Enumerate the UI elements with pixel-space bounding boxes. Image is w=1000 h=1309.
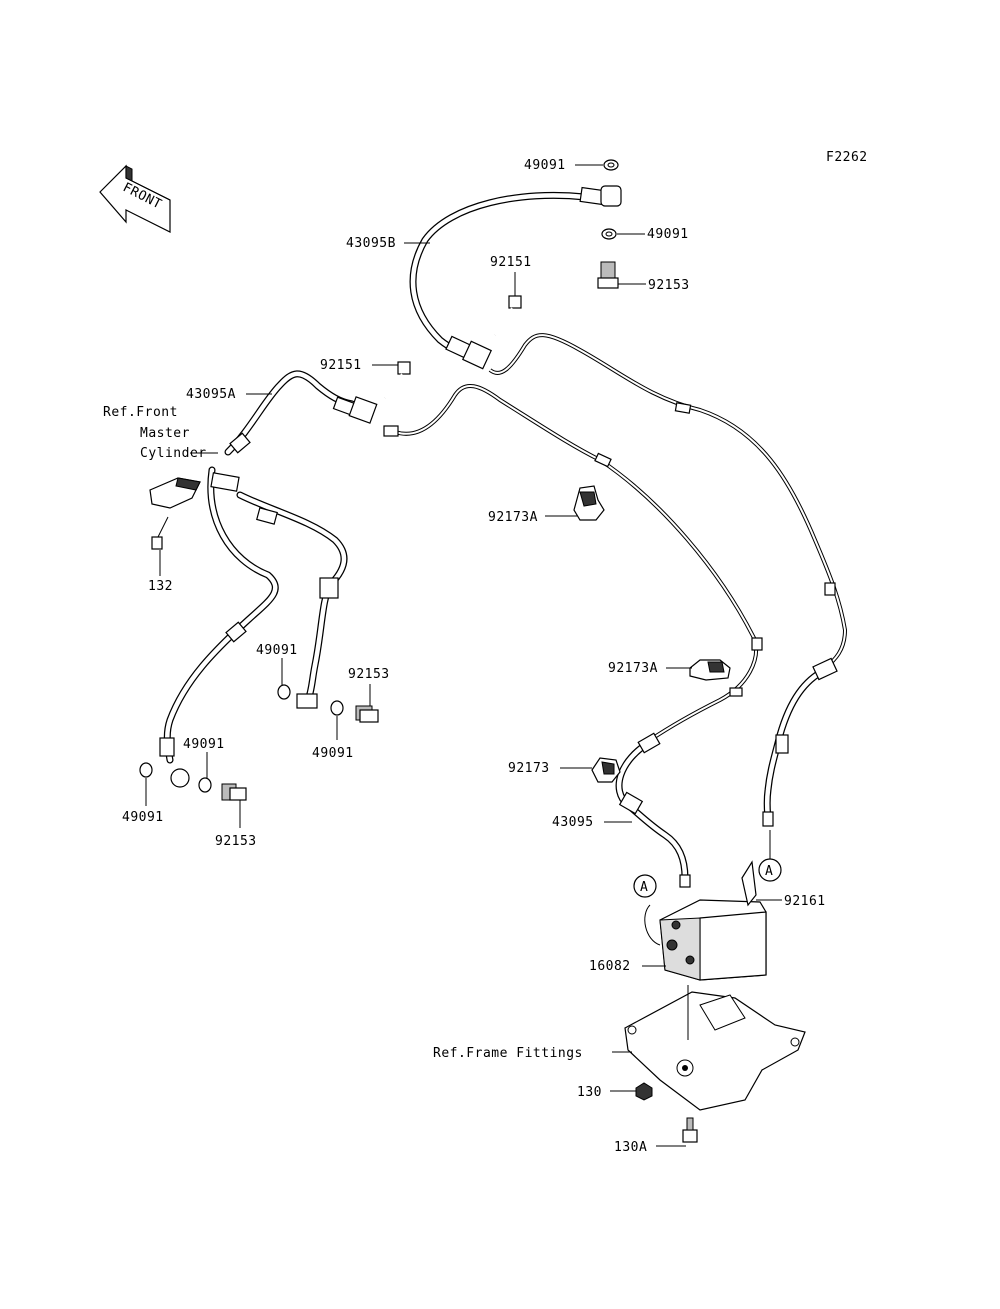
label-43095B: 43095B	[346, 236, 396, 251]
label-49091-mid: 49091	[647, 227, 689, 242]
label-92161: 92161	[784, 894, 826, 909]
marker-a-right-label: A	[765, 864, 773, 879]
part-labels: 49091 49091 92153 43095B 92151 92151 430…	[103, 158, 826, 1155]
clamp-92173A-upper	[573, 485, 605, 521]
marker-a-right: A	[758, 830, 782, 882]
bolt-130A	[682, 1117, 698, 1143]
label-ref-frame-fittings: Ref.Frame Fittings	[433, 1046, 583, 1061]
label-43095: 43095	[552, 815, 594, 830]
label-92151-upper: 92151	[490, 255, 532, 270]
bolt-92151-upper	[494, 295, 522, 336]
label-ref-front-master-3: Cylinder	[140, 446, 207, 461]
leader-lines	[145, 164, 782, 1147]
washer-49091-low2	[198, 777, 212, 793]
label-49091-low2: 49091	[183, 737, 225, 752]
brake-hose-right-to-abs	[763, 666, 829, 824]
label-130: 130	[577, 1085, 602, 1100]
figure-code: F2262	[826, 150, 868, 165]
hose-fittings	[159, 185, 838, 888]
bolt-92151-lower	[384, 361, 411, 399]
brake-pipe-upper	[488, 333, 847, 670]
label-49091-top: 49091	[524, 158, 566, 173]
washer-49091-left-mid	[277, 684, 291, 700]
label-92173: 92173	[508, 761, 550, 776]
brake-pipe-lower	[394, 384, 759, 742]
label-130A: 130A	[614, 1140, 647, 1155]
label-132: 132	[148, 579, 173, 594]
brake-hose-43095A	[224, 370, 356, 456]
washer-49091-low1	[139, 762, 153, 778]
label-92153-mid: 92153	[348, 667, 390, 682]
label-92173A-upper: 92173A	[488, 510, 538, 525]
label-92173A-lower: 92173A	[608, 661, 658, 676]
banjo-fitting-low	[170, 768, 190, 788]
washer-49091-mid2	[330, 700, 344, 716]
front-direction-arrow: FRONT	[99, 164, 171, 233]
master-cylinder-clamp	[149, 477, 201, 509]
brake-hose-left-front	[163, 466, 279, 764]
marker-a-left-label: A	[640, 880, 648, 895]
label-49091-mid2: 49091	[312, 746, 354, 761]
washer-49091-top	[603, 159, 619, 171]
label-92153-top: 92153	[648, 278, 690, 293]
label-ref-front-master-1: Ref.Front	[103, 405, 178, 420]
banjo-bolt-92153-mid	[355, 705, 379, 723]
label-92153-low: 92153	[215, 834, 257, 849]
abs-bracket-92161	[741, 860, 757, 907]
clamp-92173	[591, 757, 621, 783]
abs-hydraulic-unit-16082	[644, 899, 767, 981]
label-49091-left-mid: 49091	[256, 643, 298, 658]
marker-a-left: A	[633, 874, 657, 898]
label-ref-front-master-2: Master	[140, 426, 190, 441]
clamp-92173A-lower	[689, 659, 731, 681]
label-92151-lower: 92151	[320, 358, 362, 373]
brake-hose-43095	[615, 738, 689, 882]
bolt-132	[151, 516, 169, 550]
washer-49091-mid	[601, 228, 617, 240]
frame-bracket	[624, 985, 806, 1111]
banjo-bolt-92153-top	[597, 261, 619, 289]
label-49091-low1: 49091	[122, 810, 164, 825]
label-43095A: 43095A	[186, 387, 236, 402]
label-16082: 16082	[589, 959, 631, 974]
bolt-130	[635, 1082, 653, 1101]
banjo-bolt-92153-low	[221, 783, 247, 801]
